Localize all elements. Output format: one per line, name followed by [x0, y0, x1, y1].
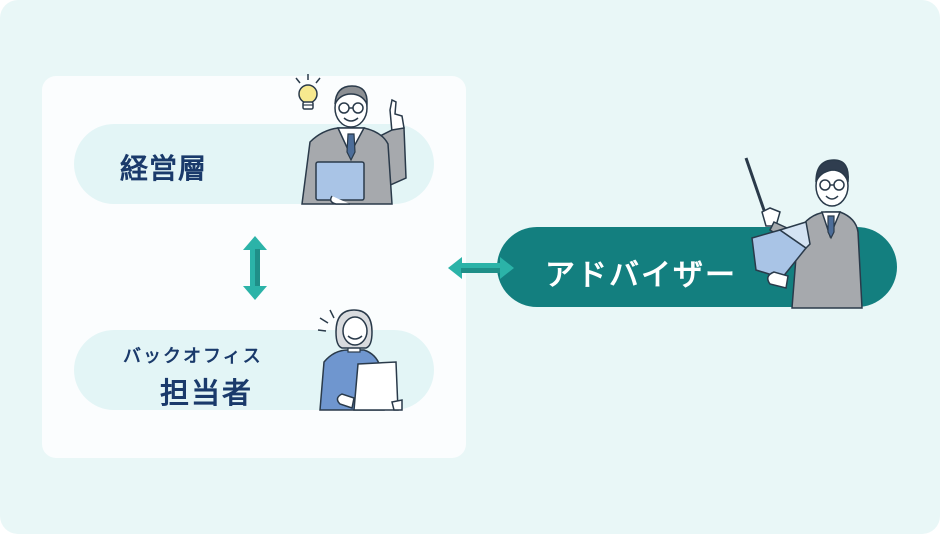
horizontal-double-arrow-icon	[448, 256, 514, 280]
advisor-illustration	[740, 152, 870, 310]
executive-illustration	[292, 80, 412, 206]
vertical-double-arrow-icon	[240, 236, 270, 300]
back-office-label-line2: 担当者	[160, 370, 253, 412]
back-office-label-line1: バックオフィス	[123, 342, 263, 368]
advisor-label: アドバイザー	[545, 250, 737, 294]
staff-woman-illustration	[314, 306, 414, 412]
executive-label: 経営層	[120, 147, 207, 187]
